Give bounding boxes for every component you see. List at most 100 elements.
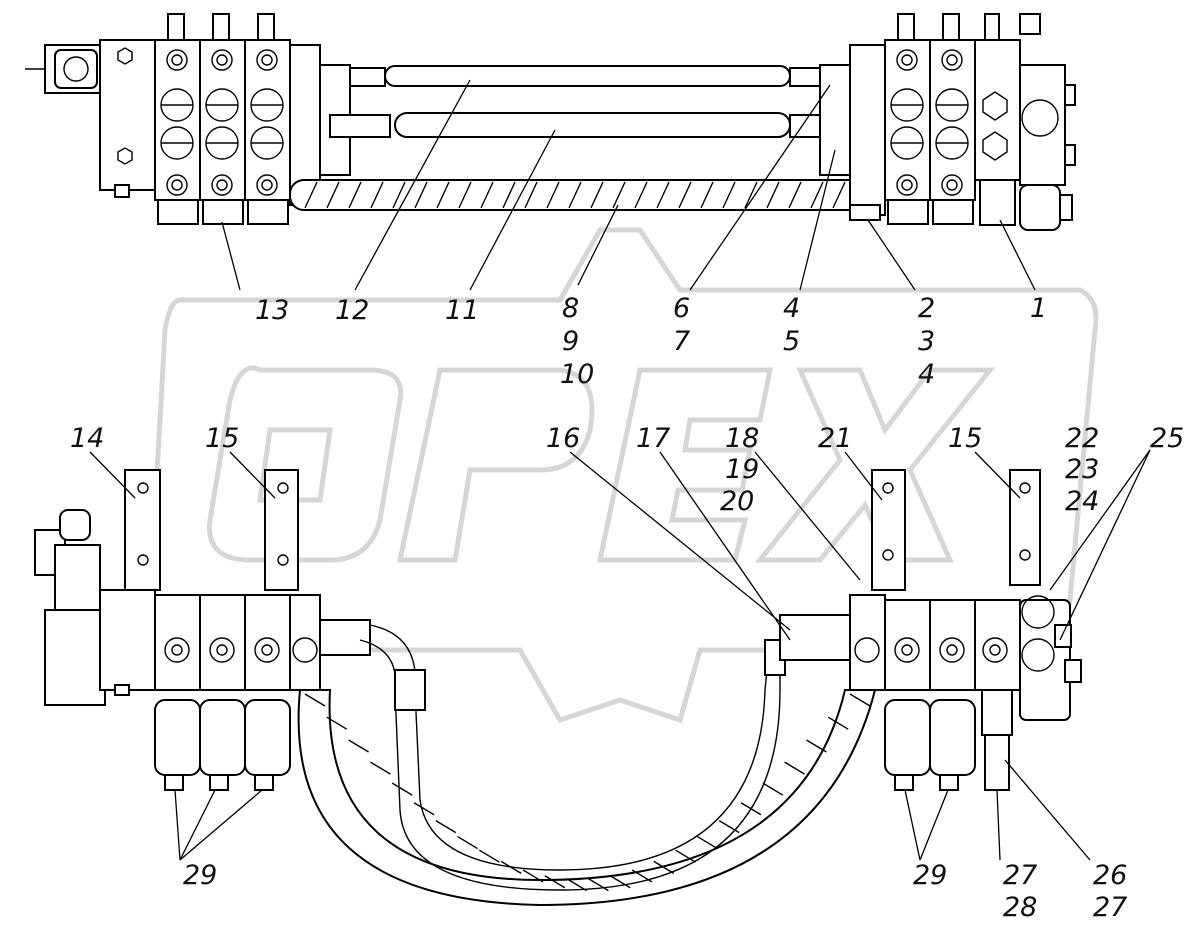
hose-wrap-stripe [414, 181, 428, 209]
callout-21: 21 [818, 423, 853, 454]
hose-wrap-stripe [718, 820, 740, 834]
hose-wrap-stripe [590, 181, 604, 209]
bottom-hose-8 [297, 689, 877, 907]
top-section-1 [154, 13, 201, 225]
callout-7: 7 [673, 326, 691, 357]
top-tube-11 [329, 112, 831, 138]
hose-wrap-stripe [522, 869, 544, 883]
callout-25: 25 [1150, 423, 1185, 454]
hose-wrap-stripe [326, 181, 340, 209]
callout-17: 17 [636, 423, 671, 454]
callout-5: 5 [783, 326, 801, 357]
hose-wrap-stripe [566, 878, 587, 892]
top-section-2 [199, 13, 246, 225]
hose-wrap-stripe [762, 782, 784, 796]
hose-wrap-stripe [612, 181, 626, 209]
watermark-letters [207, 365, 996, 563]
bottom-bracket-21 [871, 469, 906, 591]
top-section-3 [244, 13, 291, 225]
callout-27-b: 27 [1093, 892, 1128, 923]
hose-wrap-stripe [832, 181, 846, 209]
hose-wrap-stripe [827, 716, 849, 730]
callout-27-a: 27 [1003, 860, 1038, 891]
callout-3: 3 [918, 326, 936, 357]
hose-wrap-stripe [524, 181, 538, 209]
hose-wrap-stripe [784, 761, 805, 775]
hose-wrap-stripe [806, 739, 827, 753]
hose-wrap-stripe [609, 875, 631, 889]
hose-wrap-stripe [457, 835, 478, 850]
top-hose-8 [289, 179, 871, 211]
callout-12: 12 [335, 295, 370, 326]
hose-wrap-stripe [544, 875, 566, 889]
callout-18: 18 [725, 423, 760, 454]
hose-wrap-stripe [348, 739, 369, 753]
hose-wrap-stripe [480, 181, 494, 209]
hose-wrap-stripe [744, 181, 758, 209]
hose-wrap-stripe [458, 181, 472, 209]
top-right-endplate [819, 44, 886, 221]
callout-1: 1 [1030, 293, 1048, 324]
top-section-4 [884, 13, 931, 225]
leader-lines [89, 79, 1151, 861]
hose-wrap-stripe [370, 181, 384, 209]
top-outlet-block [974, 13, 1076, 231]
callout-4-top: 4 [783, 293, 801, 324]
callout-15-right: 15 [948, 423, 983, 454]
hose-wrap-stripe [370, 761, 391, 775]
callout-8: 8 [562, 293, 580, 324]
hose-wrap-stripe [436, 181, 450, 209]
top-left-endplate [289, 44, 351, 206]
callout-24: 24 [1065, 486, 1100, 517]
hose-wrap-stripe [568, 181, 582, 209]
hose-wrap-stripe [697, 835, 718, 850]
hose-wrap-stripe [502, 181, 516, 209]
hose-wrap-stripe [653, 860, 675, 874]
hose-wrap-stripe [588, 878, 609, 892]
bottom-solenoid [34, 509, 156, 706]
callout-28: 28 [1003, 892, 1038, 923]
bottom-left-sections [154, 594, 371, 791]
hose-wrap-stripe [656, 181, 670, 209]
hose-wrap-stripe [391, 782, 413, 796]
hose-wrap-stripe [435, 820, 457, 834]
hose-wrap-stripe [413, 802, 435, 816]
callout-23: 23 [1065, 454, 1100, 485]
callout-11: 11 [445, 295, 480, 326]
callout-4-bottom: 4 [918, 359, 936, 390]
top-tube-12 [349, 65, 826, 87]
callout-6: 6 [673, 293, 691, 324]
callout-13: 13 [255, 295, 290, 326]
callout-19: 19 [725, 454, 760, 485]
hose-wrap-stripe [849, 693, 871, 707]
callout-15-left: 15 [205, 423, 240, 454]
hose-wrap-stripe [392, 181, 406, 209]
bottom-right-sections [779, 594, 1082, 791]
callout-26: 26 [1093, 860, 1128, 891]
top-inlet-block [25, 39, 156, 198]
bottom-bracket-14 [124, 469, 161, 591]
callout-22: 22 [1065, 423, 1100, 454]
hose-wrap-stripe [304, 181, 318, 209]
hose-wrap-stripe [348, 181, 362, 209]
callout-20: 20 [720, 486, 755, 517]
hose-wrap-stripe [810, 181, 824, 209]
callout-16: 16 [546, 423, 581, 454]
hose-wrap-stripe [788, 181, 802, 209]
hose-wrap-stripe [546, 181, 560, 209]
callout-9: 9 [562, 326, 580, 357]
hose-wrap-stripe [700, 181, 714, 209]
hose-wrap-stripe [479, 849, 500, 863]
bottom-bracket-15-right [1009, 469, 1041, 586]
callout-29-right: 29 [913, 860, 948, 891]
callout-10: 10 [560, 359, 595, 390]
hose-wrap-stripe [326, 716, 348, 730]
callout-14: 14 [70, 423, 105, 454]
hose-wrap-stripe [766, 181, 780, 209]
callout-2: 2 [918, 293, 936, 324]
callout-29-left: 29 [183, 860, 218, 891]
bottom-bracket-15-left [264, 469, 299, 591]
hose-wrap-stripe [304, 693, 326, 707]
